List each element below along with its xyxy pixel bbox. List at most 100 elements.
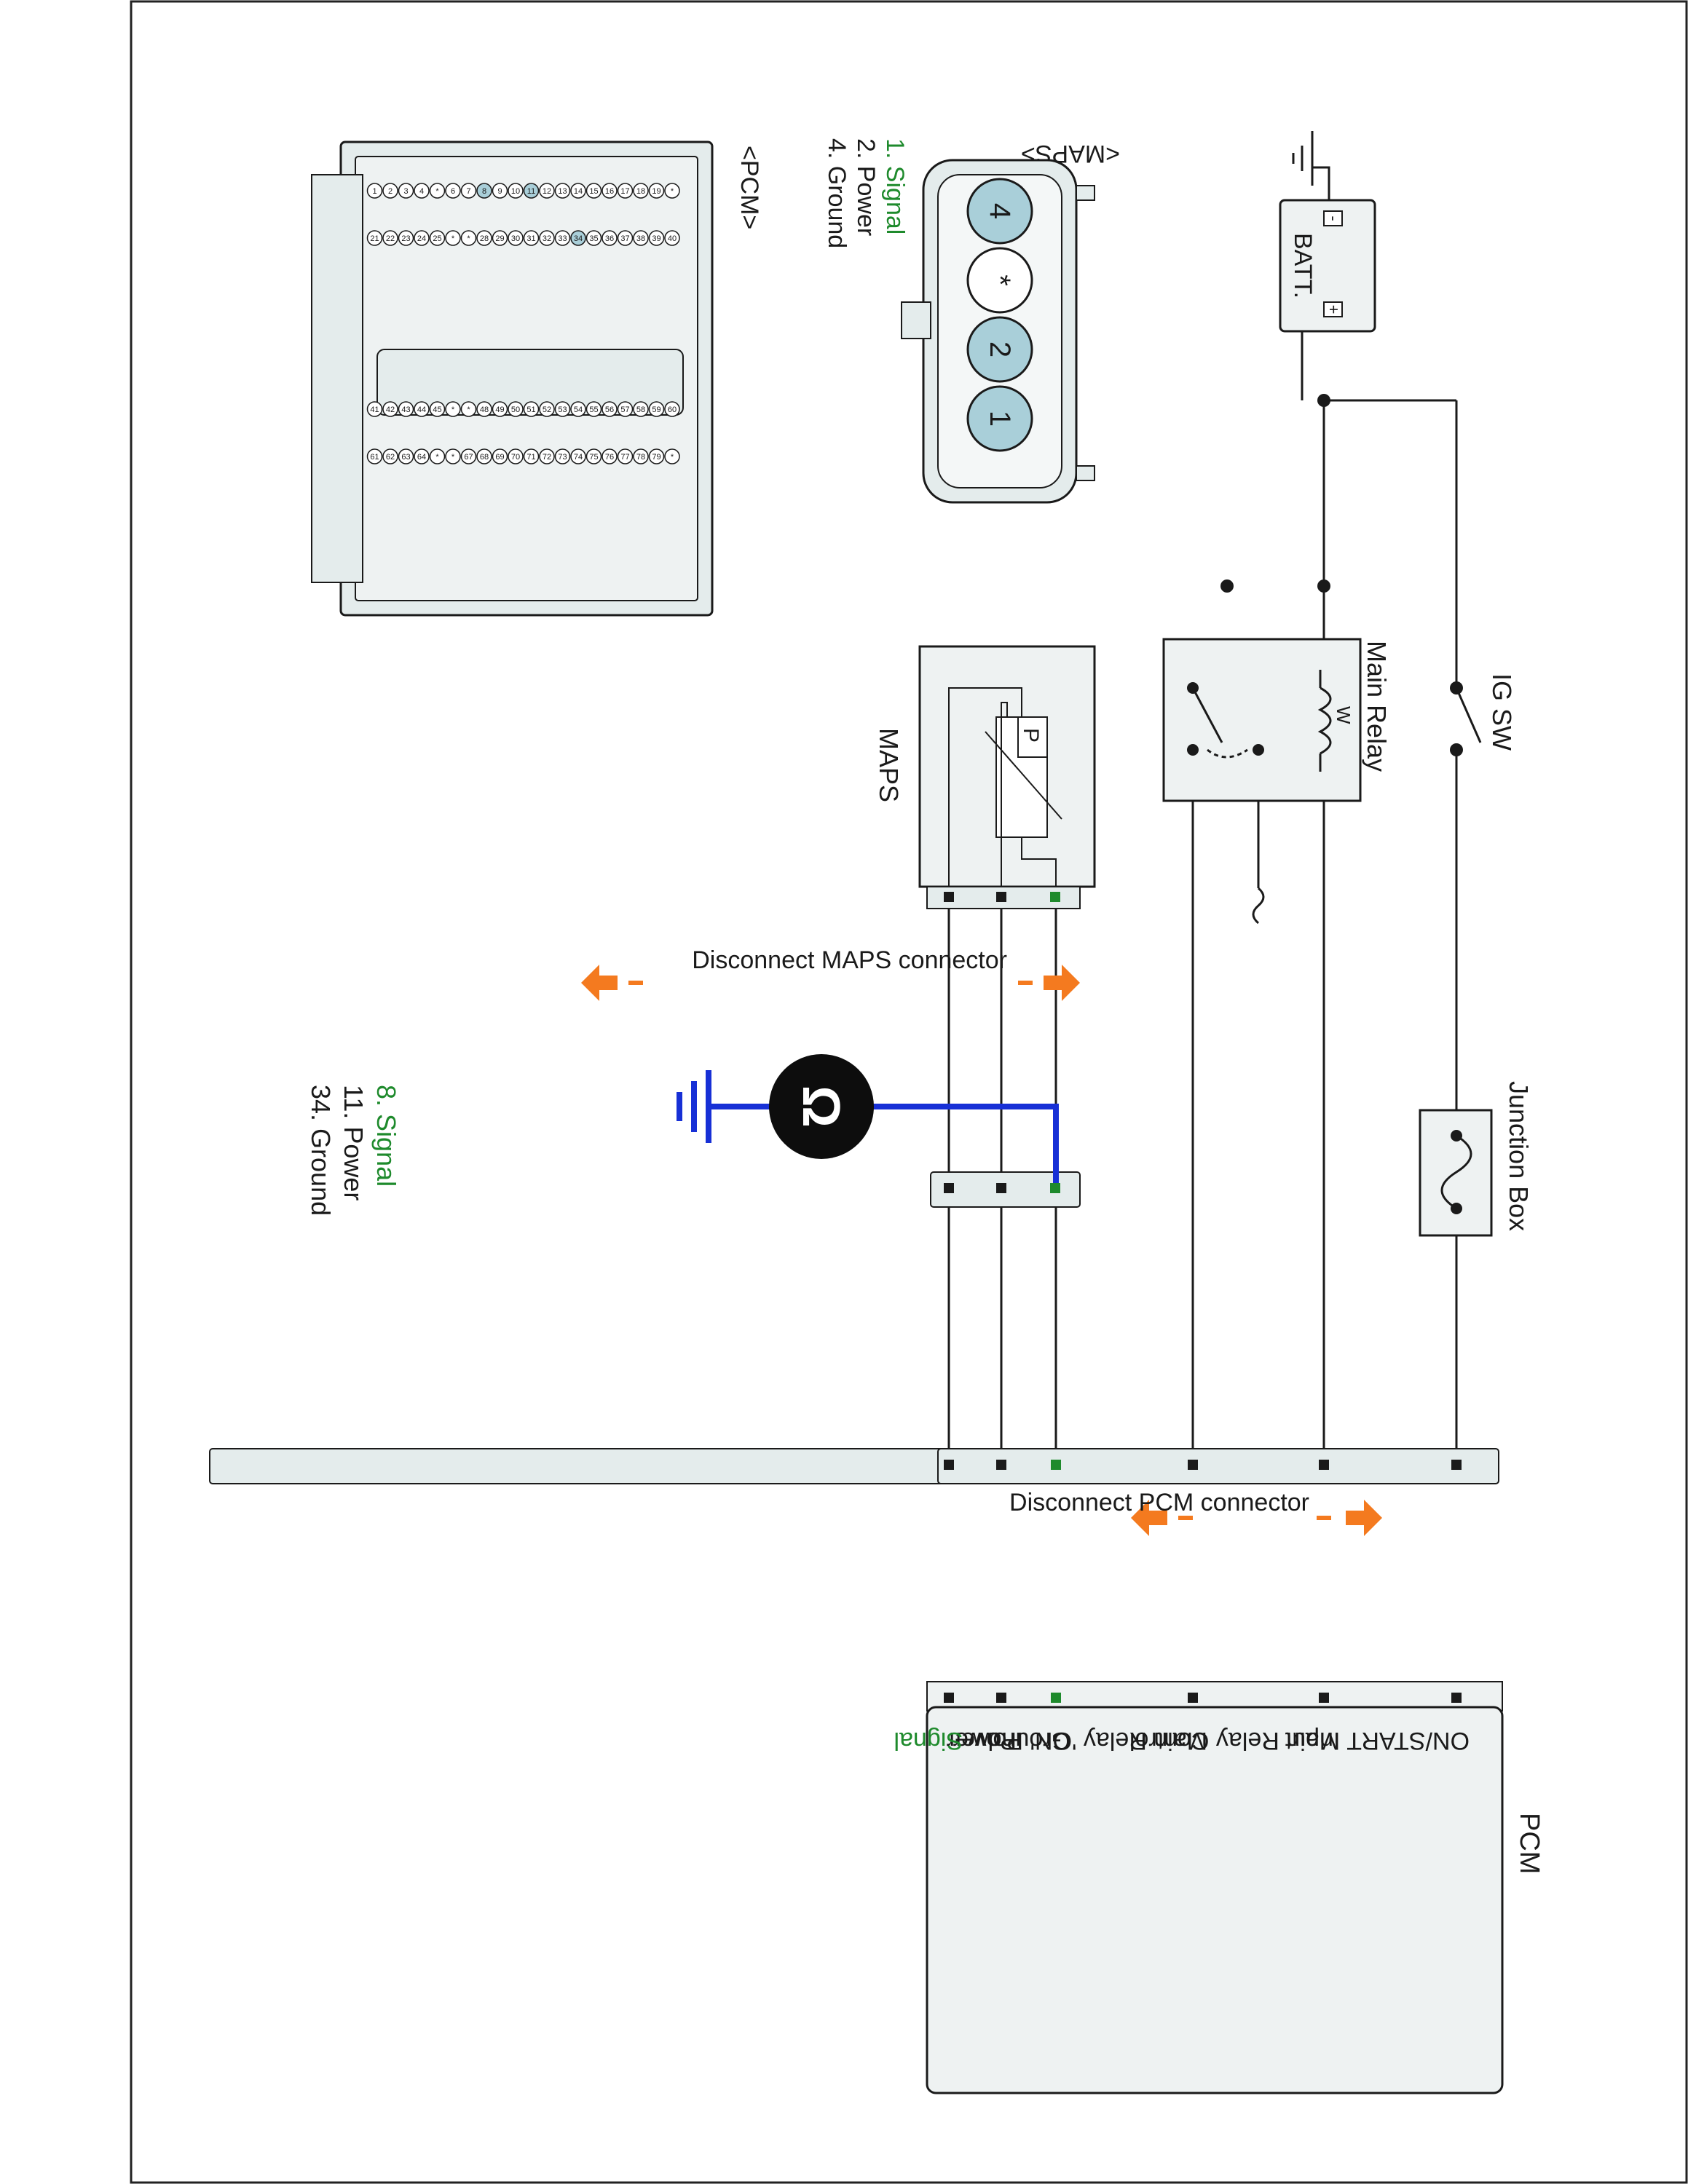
pcm-pin-label: 40 <box>668 234 677 243</box>
pcm-pin <box>602 230 618 246</box>
pcm-pin-label: 59 <box>652 405 660 414</box>
pcm-pin-label: 21 <box>370 234 379 243</box>
pcm-pin <box>382 183 398 199</box>
battery-body <box>1279 199 1376 333</box>
pcm-pin-label: 16 <box>605 187 614 196</box>
pcm-pin <box>414 230 430 246</box>
pcm-pin-label: 50 <box>511 405 520 414</box>
disconnect-pcm-callout: Disconnect PCM connector <box>1009 1489 1382 1536</box>
pcm-pin-label: 33 <box>558 234 567 243</box>
pcm-pin <box>633 448 649 464</box>
ig-switch: IG SW <box>1450 673 1517 756</box>
pcm-pin-label: 10 <box>511 187 520 196</box>
pcm-pin-label: 36 <box>605 234 614 243</box>
pcm-pin-label: 15 <box>589 187 598 196</box>
pcm-pin-label: 45 <box>433 405 441 414</box>
pcm-pin <box>554 183 571 199</box>
pcm-pin-label: 38 <box>636 234 645 243</box>
pcm-pin <box>664 183 680 199</box>
pcm-label: PCM <box>1514 1813 1545 1874</box>
pcm-pin <box>492 448 508 464</box>
pcm-pin-label: 75 <box>589 453 598 462</box>
pcm-pin <box>382 401 398 417</box>
pcm-pin <box>429 230 446 246</box>
arrow-up-icon <box>1044 965 1080 1001</box>
pcm-pin <box>602 401 618 417</box>
pcm-pin <box>648 183 665 199</box>
pcm-pin-label: 62 <box>386 453 395 462</box>
pcm-pin-label: 2 <box>388 187 393 196</box>
pcm-pin-signal: Signal <box>894 1727 963 1754</box>
battery-label: BATT. <box>1289 233 1317 298</box>
pcm-harness-connector <box>209 1448 1499 1484</box>
pcm-pin-label: 69 <box>495 453 504 462</box>
main-relay: W Main Relay <box>1162 638 1392 925</box>
pcm-pin-label: 78 <box>636 453 645 462</box>
pcm-pin-label: 24 <box>417 234 426 243</box>
pcm-pin-ground: Ground <box>988 1727 1070 1754</box>
rotated-schematic: - + BATT. IG SW W Main Relay <box>209 131 1545 2094</box>
pcm-pin <box>523 230 540 246</box>
pcm-legend-34: 34. Ground <box>306 1085 336 1216</box>
pcm-pin <box>492 401 508 417</box>
pcm-pin-label: 55 <box>589 405 598 414</box>
pcm-pin-label: 39 <box>652 234 660 243</box>
pcm-pin-main-relay-control: Main Relay Control <box>1129 1727 1340 1754</box>
pcm-pin <box>429 448 446 464</box>
maps-harness-connector <box>930 1171 1081 1208</box>
pcm-pin <box>633 230 649 246</box>
pcm-pin-label: 23 <box>401 234 410 243</box>
page-frame <box>130 0 1688 2184</box>
pcm-pin-label: 12 <box>543 187 551 196</box>
disconnect-maps-label: Disconnect MAPS connector <box>692 946 1007 974</box>
pcm-pin <box>602 183 618 199</box>
ohmmeter-probe: Ω <box>677 1054 1059 1183</box>
pcm-pin-label: 11 <box>527 187 535 196</box>
pcm-pin-label: * <box>467 234 470 243</box>
maps-pin-empty-label: * <box>984 274 1016 286</box>
pcm-pin-label: 63 <box>401 453 410 462</box>
pcm-pin <box>554 401 571 417</box>
pcm-pin <box>539 230 555 246</box>
maps-pin-2 <box>966 316 1033 383</box>
pcm-pin <box>664 230 680 246</box>
pcm-pin-label: 49 <box>495 405 504 414</box>
pcm-pin <box>445 448 461 464</box>
pcm-pin-label: 13 <box>558 187 567 196</box>
pcm-pin <box>585 401 602 417</box>
pcm-pin <box>570 401 586 417</box>
pcm-pin-label: 19 <box>652 187 660 196</box>
battery: - + BATT. <box>1279 131 1376 333</box>
pcm-pin <box>570 448 586 464</box>
pcm-module: PCM ON/START Input Main Relay Control Ma… <box>894 1681 1545 2094</box>
pcm-pin <box>414 183 430 199</box>
pcm-pin-label: 34 <box>574 234 583 243</box>
pcm-pin <box>382 448 398 464</box>
arrow-down-icon <box>581 965 618 1001</box>
pcm-pin <box>414 448 430 464</box>
pcm-pin <box>460 183 477 199</box>
pcm-pin-label: 53 <box>558 405 567 414</box>
ig-switch-label: IG SW <box>1487 673 1517 751</box>
pcm-pin-label: 28 <box>480 234 489 243</box>
pcm-pin-label: * <box>671 187 674 196</box>
pcm-pin-label: 9 <box>497 187 502 196</box>
pcm-pin-label: 73 <box>558 453 567 462</box>
pcm-pin <box>366 230 383 246</box>
pcm-pin-label: 37 <box>620 234 629 243</box>
pcm-pin <box>445 183 461 199</box>
pcm-pin <box>648 401 665 417</box>
pcm-pin <box>570 183 586 199</box>
pcm-pin-label: 18 <box>636 187 645 196</box>
maps-sensor-label: MAPS <box>874 728 904 802</box>
pcm-pin-label: 56 <box>605 405 614 414</box>
pcm-pin-label: 41 <box>370 405 379 414</box>
pcm-pin <box>382 230 398 246</box>
pcm-pin-label: 68 <box>480 453 489 462</box>
pcm-pin <box>366 448 383 464</box>
pcm-pin <box>476 183 492 199</box>
pcm-pin-label: * <box>451 234 455 243</box>
maps-pin-4-label: 4 <box>984 203 1016 219</box>
pcm-pin-label: 67 <box>464 453 473 462</box>
